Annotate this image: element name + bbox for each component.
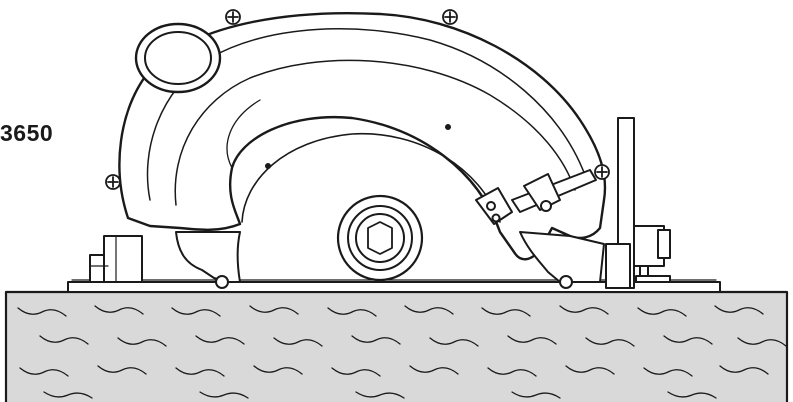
workpiece-board <box>4 290 789 402</box>
base-plate <box>67 281 721 293</box>
lower-blade-guard <box>175 231 241 283</box>
front-bracket <box>89 235 143 283</box>
wood-grain <box>17 305 787 399</box>
guard-roller <box>215 275 229 289</box>
rip-fence <box>605 117 671 289</box>
arbor-clamp <box>336 194 424 282</box>
dust-exhaust-port <box>134 22 222 94</box>
figure-number-label: 3650 <box>0 120 54 146</box>
guard-screws <box>105 9 610 190</box>
guard-inner-contour <box>146 28 586 201</box>
depth-adjust-lever <box>475 169 597 225</box>
saw-blade <box>241 132 501 223</box>
